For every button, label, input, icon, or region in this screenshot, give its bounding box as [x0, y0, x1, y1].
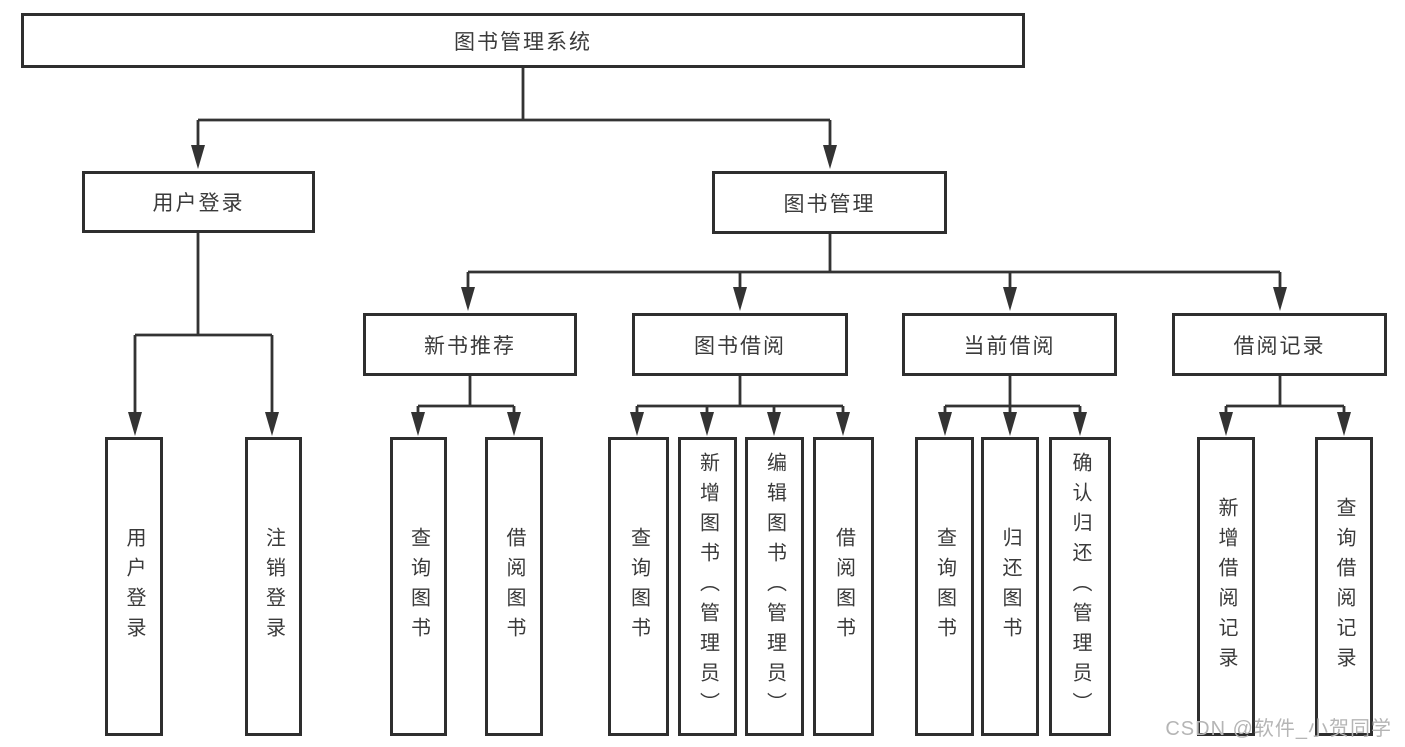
leaf-record-add-borrow-record: 新增借阅记录: [1197, 437, 1255, 736]
connector-user-login-subtree: [133, 233, 274, 414]
node-new-book-recommend: 新书推荐: [363, 313, 577, 376]
connector-current-borrow-subtree: [943, 376, 1082, 414]
connector-book-borrow-subtree: [635, 376, 845, 414]
node-book-borrow: 图书借阅: [632, 313, 848, 376]
node-user-login-group: 用户登录: [82, 171, 315, 233]
connector-book-mgmt-to-level3: [466, 234, 1282, 290]
leaf-bookborrow-borrow-books: 借阅图书: [813, 437, 874, 736]
leaf-currentborrow-confirm-return-admin: 确认归还（管理员）: [1049, 437, 1111, 736]
node-current-borrow: 当前借阅: [902, 313, 1117, 376]
leaf-bookborrow-query-books: 查询图书: [608, 437, 669, 736]
leaf-user-login: 用户登录: [105, 437, 163, 736]
csdn-watermark: CSDN @软件_小贺同学: [1165, 718, 1392, 740]
leaf-currentborrow-return-books: 归还图书: [981, 437, 1039, 736]
leaf-record-query-borrow-record: 查询借阅记录: [1315, 437, 1373, 736]
leaf-bookborrow-edit-books-admin: 编辑图书（管理员）: [745, 437, 804, 736]
leaf-logout: 注销登录: [245, 437, 302, 736]
node-root-system: 图书管理系统: [21, 13, 1025, 68]
leaf-bookborrow-add-books-admin: 新增图书（管理员）: [678, 437, 737, 736]
node-borrow-record: 借阅记录: [1172, 313, 1387, 376]
leaf-newbook-borrow-books: 借阅图书: [485, 437, 543, 736]
connector-borrow-record-subtree: [1224, 376, 1346, 414]
leaf-newbook-query-books: 查询图书: [390, 437, 447, 736]
connector-root-to-level2: [196, 68, 832, 148]
node-book-management-group: 图书管理: [712, 171, 947, 234]
connector-new-book-subtree: [416, 376, 516, 414]
leaf-currentborrow-query-books: 查询图书: [915, 437, 974, 736]
